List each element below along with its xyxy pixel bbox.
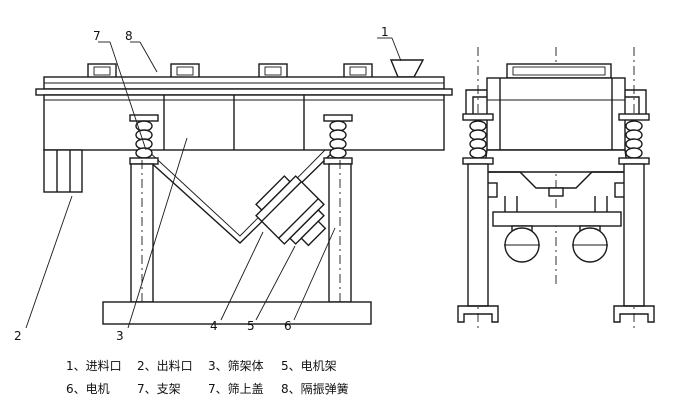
- callout-3: 3: [116, 329, 124, 343]
- legend-item-4: 5、电机架: [281, 359, 337, 373]
- flange-bar: [35, 88, 453, 96]
- vibration-motor: [255, 175, 327, 247]
- leader-lines: [25, 37, 402, 329]
- callout-7: 7: [93, 29, 101, 43]
- base-plate: [102, 301, 372, 325]
- side-spring-right: [618, 113, 650, 165]
- support-leg-left: [130, 160, 154, 312]
- legend-item-2: 2、出料口: [137, 359, 193, 373]
- side-foot-left: [457, 305, 499, 323]
- legend-item-8: 8、隔振弹簧: [281, 381, 349, 396]
- cover-handles: [87, 63, 373, 79]
- side-foot-right: [613, 305, 655, 323]
- side-spring-left: [462, 113, 494, 165]
- discharge-outlet: [43, 149, 83, 193]
- legend-item-1: 1、进料口: [66, 359, 122, 373]
- isolation-spring-right: [323, 114, 353, 165]
- parts-legend: 1、进料口 2、出料口 3、筛架体 5、电机架 6、电机 7、支架 7、筛上盖 …: [66, 358, 349, 396]
- callout-8: 8: [125, 29, 133, 43]
- side-hopper: [483, 149, 629, 173]
- side-leg-left: [467, 163, 489, 307]
- callout-5: 5: [247, 319, 255, 333]
- legend-item-3: 3、筛架体: [208, 358, 264, 373]
- side-screen-body: [486, 77, 626, 151]
- legend-item-7: 7、筛上盖: [208, 381, 264, 396]
- side-view: [457, 47, 655, 330]
- callout-4: 4: [210, 319, 218, 333]
- callout-6: 6: [284, 319, 292, 333]
- side-motor-left: [504, 225, 540, 263]
- callout-2: 2: [14, 329, 22, 343]
- side-motor-right: [572, 225, 608, 263]
- callout-numbers: 1 2 3 4 5 6 7 8: [14, 25, 389, 343]
- side-top-cover: [506, 63, 612, 79]
- front-view: [35, 59, 453, 325]
- legend-item-6: 7、支架: [137, 382, 181, 396]
- support-leg-right: [328, 160, 352, 312]
- legend-item-5: 6、电机: [66, 382, 110, 396]
- callout-1: 1: [381, 25, 389, 39]
- feed-inlet: [389, 59, 425, 78]
- screen-body: [43, 94, 445, 151]
- side-leg-right: [623, 163, 645, 307]
